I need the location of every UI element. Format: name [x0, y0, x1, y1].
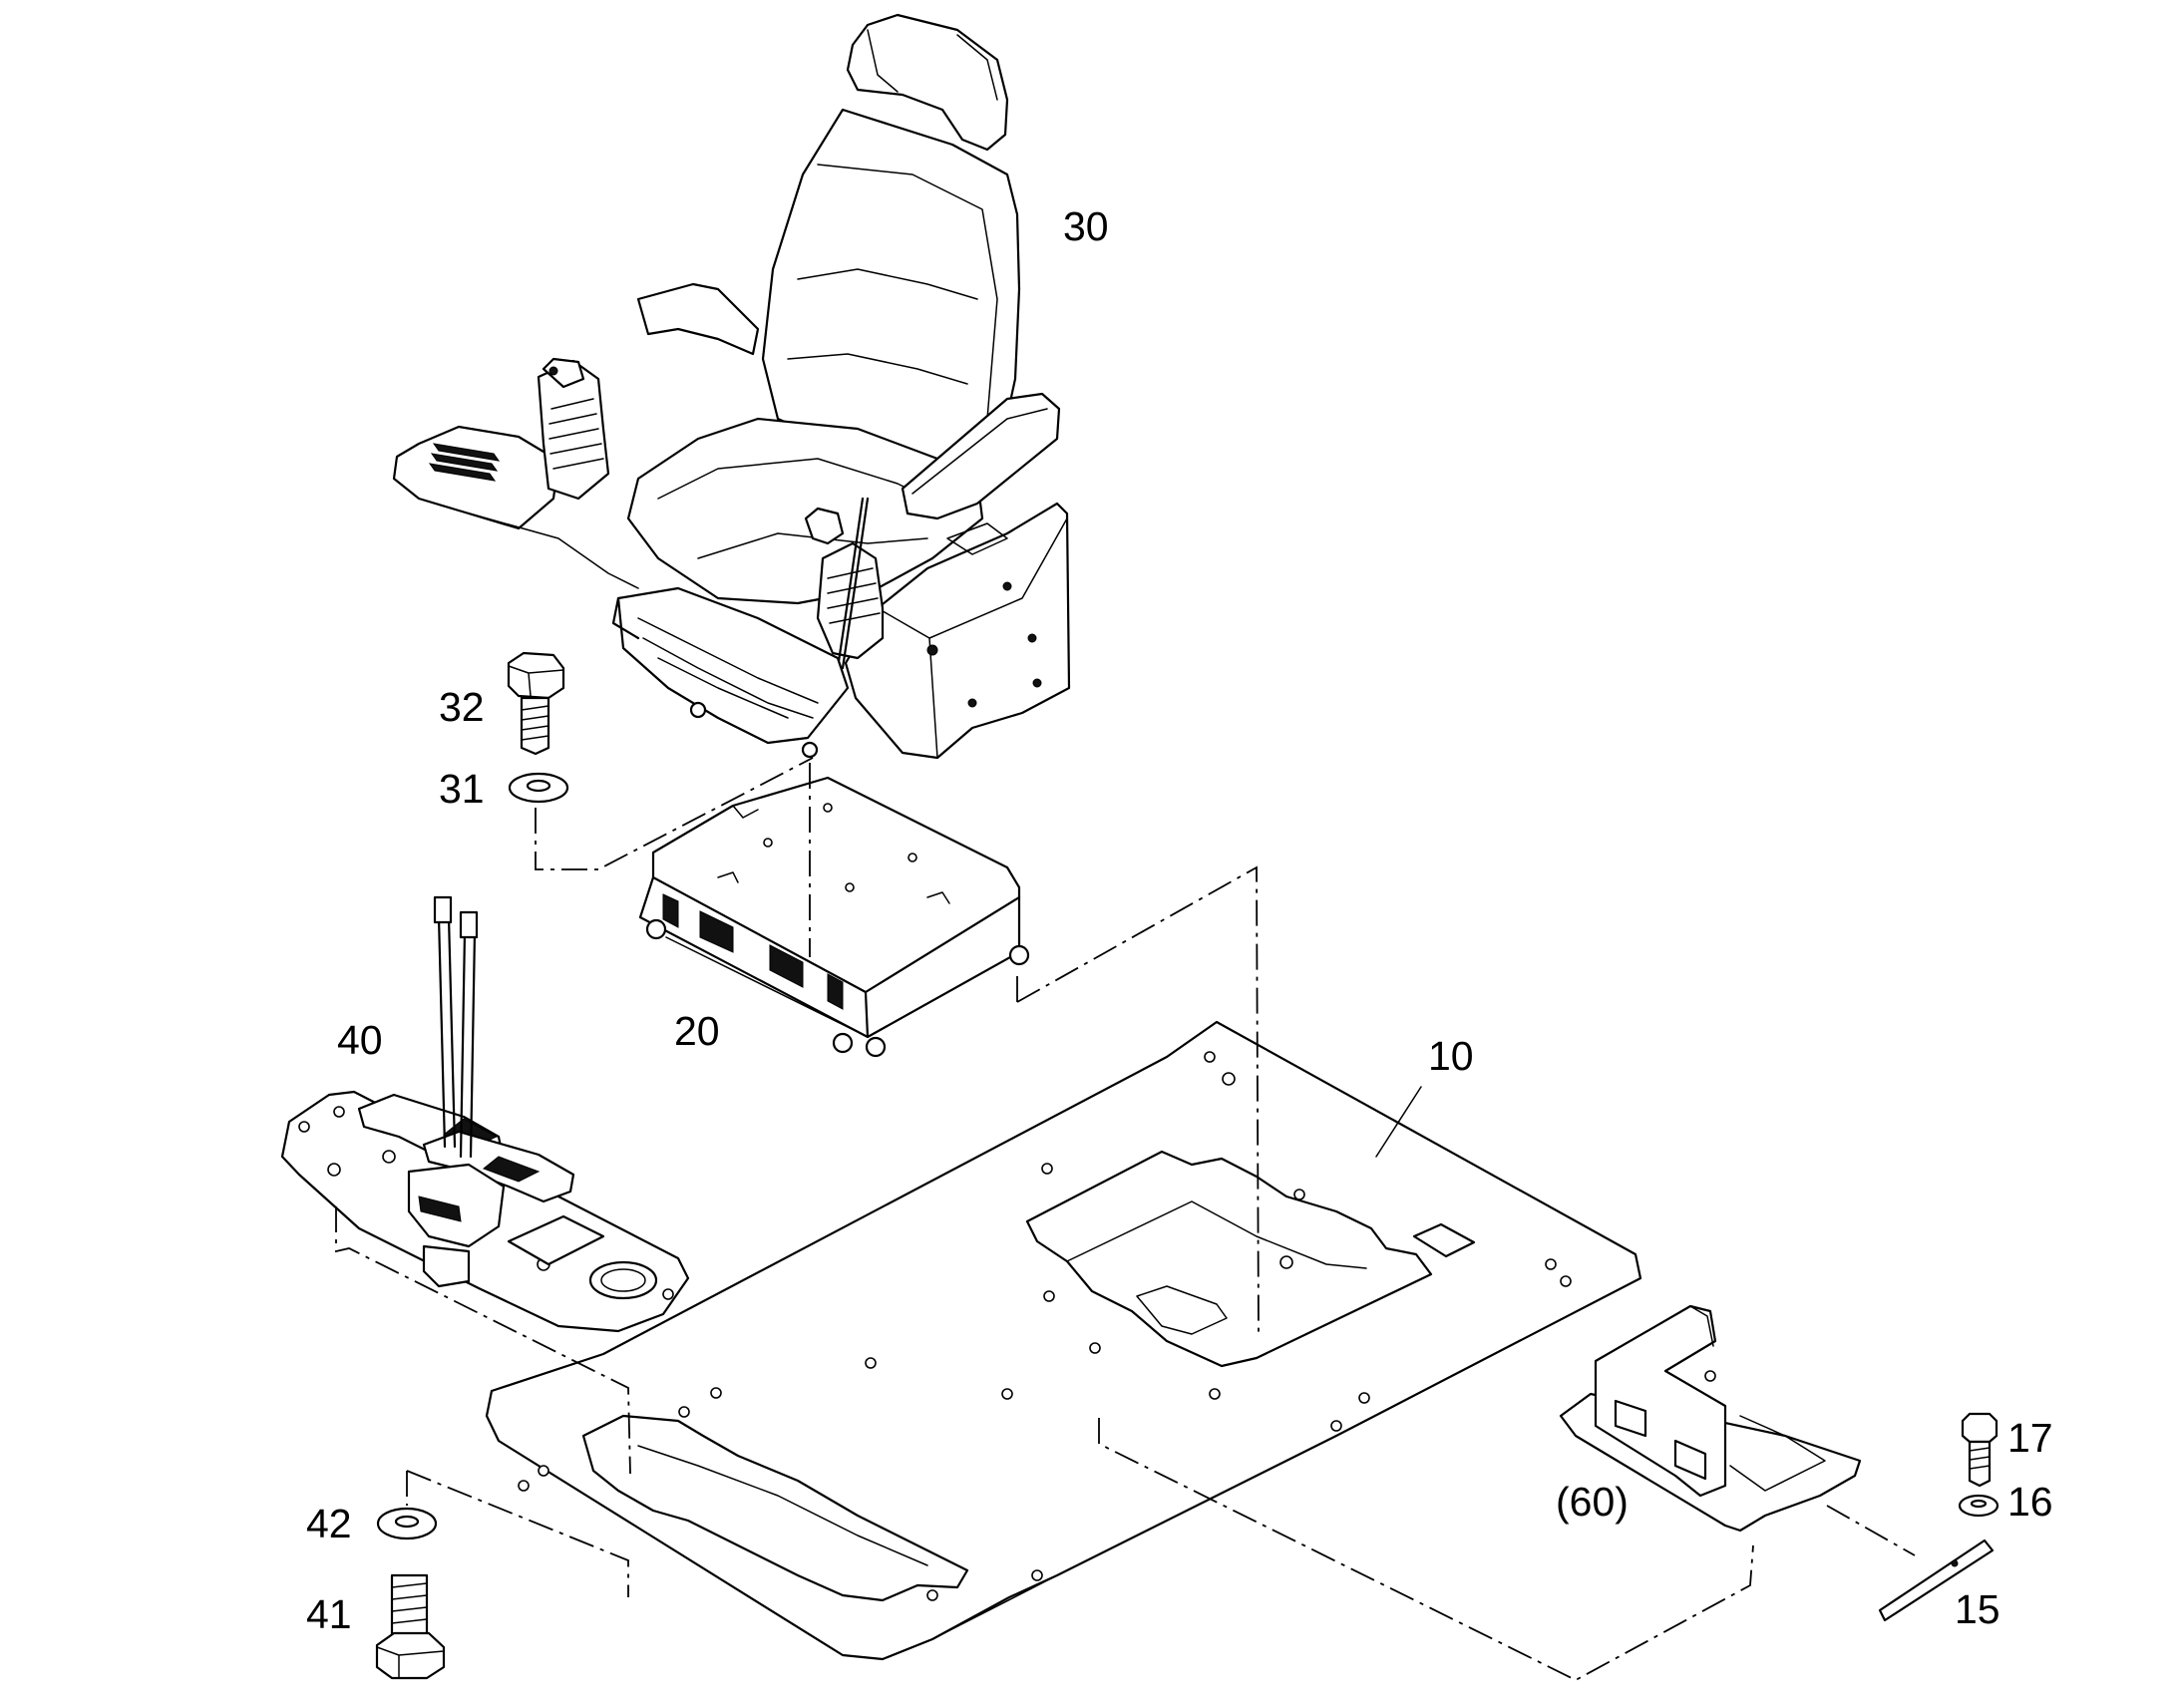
label-17: 17 — [2007, 1415, 2053, 1461]
seat-base-feet — [645, 918, 1030, 1058]
wedge-15-part — [1878, 1538, 1995, 1622]
label-10: 10 — [1428, 1033, 1474, 1079]
washer-42-part — [376, 1507, 438, 1540]
label-31: 31 — [439, 766, 485, 812]
label-15: 15 — [1955, 1586, 2000, 1632]
leader-lines — [1375, 1086, 1422, 1158]
label-42: 42 — [306, 1501, 352, 1546]
label-40: 40 — [337, 1017, 383, 1063]
bolt-41-part — [375, 1573, 446, 1680]
seat-base-vents — [662, 893, 844, 1010]
label-16: 16 — [2007, 1479, 2053, 1525]
washer-31-part — [508, 772, 569, 804]
seat-part — [392, 13, 1071, 760]
bolt-32-part — [507, 651, 565, 756]
label-20: 20 — [674, 1008, 720, 1054]
label-32: 32 — [439, 684, 485, 730]
part-labels: 10 20 30 31 32 40 41 42 (60) 17 16 15 — [306, 203, 2053, 1637]
assembly-lines — [335, 757, 1916, 1682]
washer-16-part — [1958, 1494, 1999, 1518]
floor-plate-part — [485, 1020, 1642, 1661]
side-cover-part — [1559, 1304, 1862, 1533]
pedal-assembly-part — [280, 895, 690, 1333]
floor-plate-holes — [518, 1051, 1572, 1601]
control-pod-keypad — [428, 443, 501, 482]
label-30: 30 — [1063, 203, 1109, 249]
label-41: 41 — [306, 1591, 352, 1637]
seat-base-part — [638, 776, 1030, 1058]
label-60: (60) — [1556, 1479, 1629, 1525]
bolt-17-part — [1961, 1412, 1998, 1488]
